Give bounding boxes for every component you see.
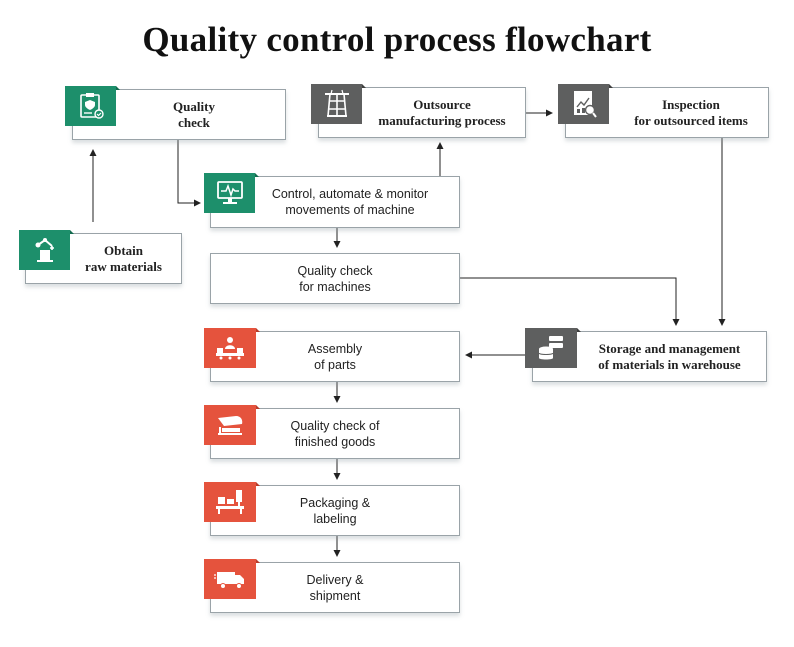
assembly-line-icon [204, 328, 260, 368]
packaging-label: Packaging & labeling [299, 495, 371, 526]
control-automate-label: Control, automate & monitor movements of… [271, 187, 429, 217]
arrow-qc-machines-to-storage [460, 277, 680, 326]
quality-check-label: Quality check [173, 98, 215, 130]
assembly-label: Assembly of parts [307, 341, 363, 372]
monitor-pulse-icon [204, 173, 259, 213]
storage-label: Storage and management of materials in w… [598, 340, 741, 372]
qc-machines-box: Quality check for machines [210, 253, 460, 304]
arrow-quality-check-to-control [177, 140, 201, 207]
qc-finished-label: Quality check of finished goods [290, 418, 380, 449]
sanding-machine-icon [204, 405, 260, 445]
outsource-label: Outsource manufacturing process [378, 96, 506, 128]
delivery-label: Delivery & shipment [306, 572, 364, 603]
power-tower-icon [311, 84, 366, 124]
obtain-raw-materials-label: Obtain raw materials [85, 242, 162, 274]
robotic-arm-icon [19, 230, 74, 270]
packaging-machine-icon [204, 482, 260, 522]
page-title: Quality control process flowchart [142, 20, 652, 59]
qc-machines-label: Quality check for machines [297, 263, 373, 294]
inspection-label: Inspection for outsourced items [634, 96, 748, 128]
clipboard-shield-icon [65, 86, 120, 126]
delivery-truck-icon [204, 559, 260, 599]
report-magnifier-icon [558, 84, 613, 124]
database-stack-icon [525, 328, 581, 368]
